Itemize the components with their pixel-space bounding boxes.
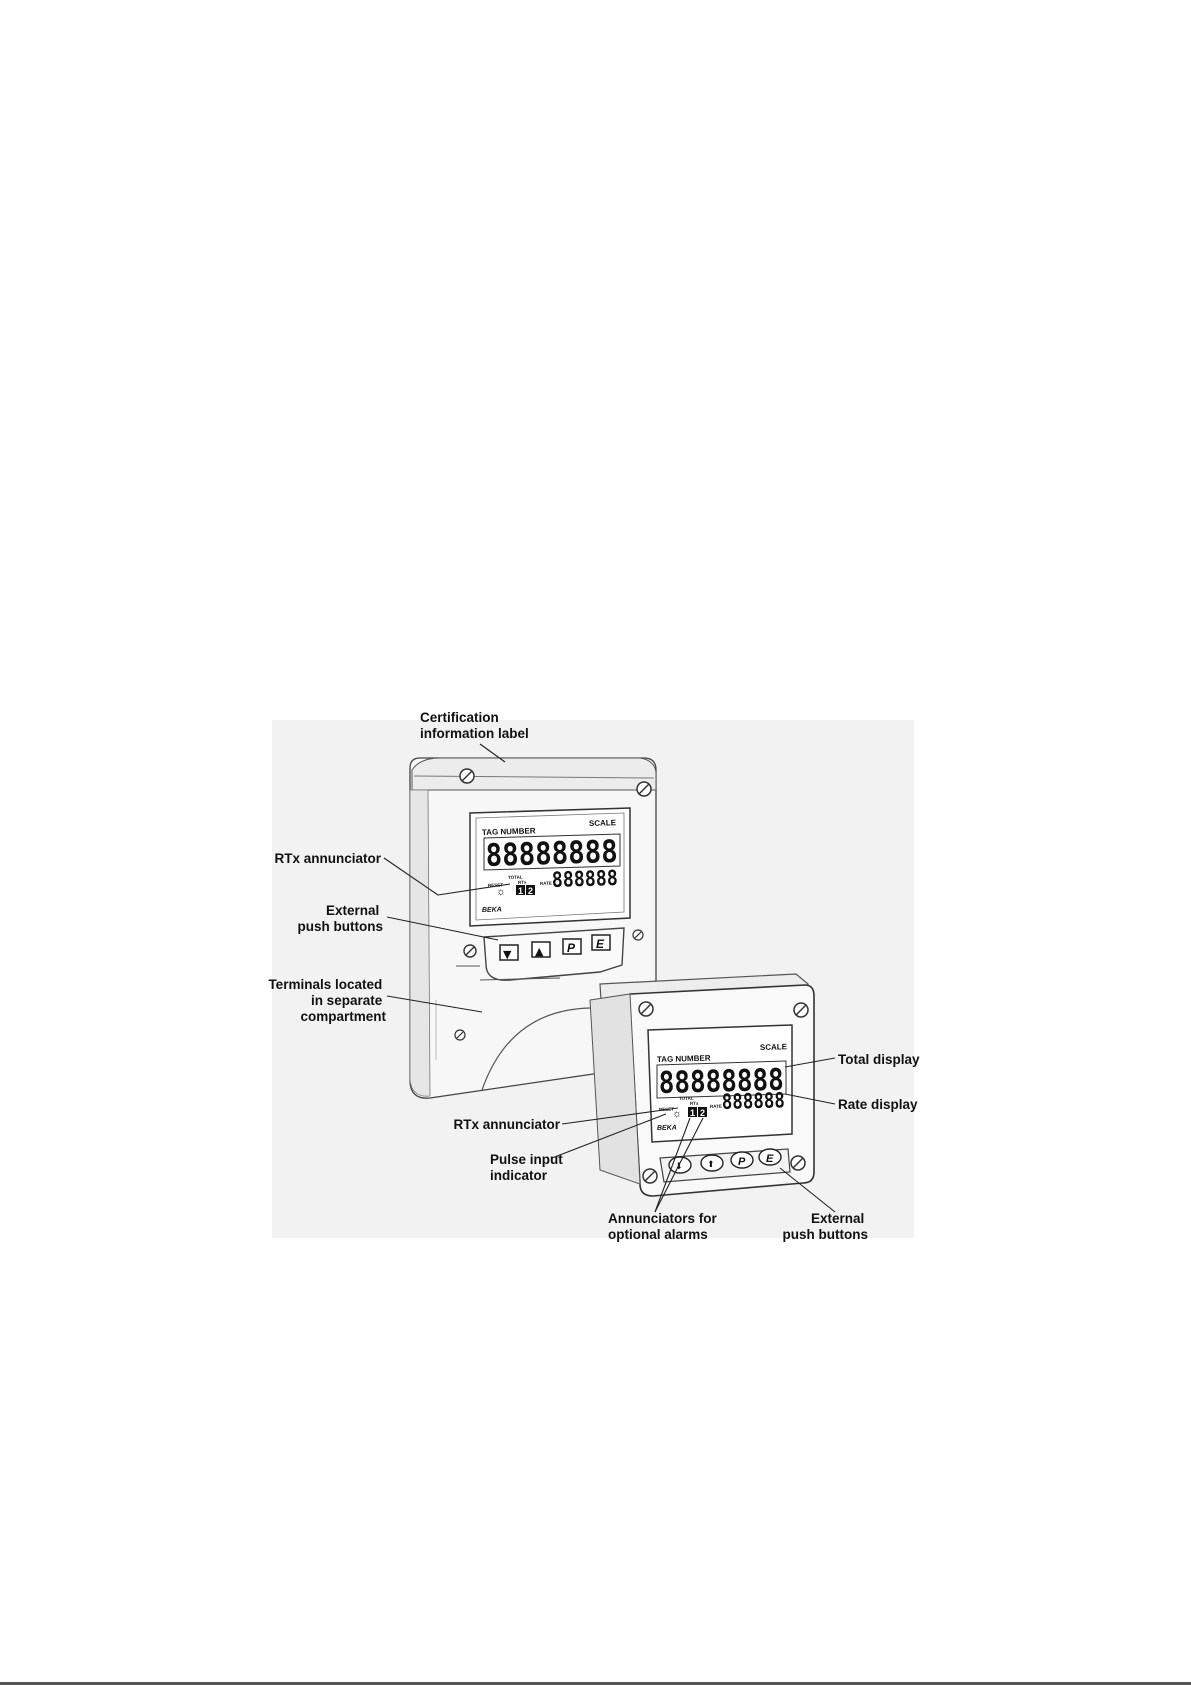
callout-certification: Certification information label <box>420 710 529 741</box>
wall-rate: RATE <box>540 881 552 886</box>
wall-unit-lid <box>411 757 657 791</box>
leader-rtx-upper <box>383 857 439 896</box>
panel-rtx-sun-icon: ☼ <box>672 1108 682 1120</box>
callout-pulse-input: Pulse input indicator <box>490 1152 567 1183</box>
wall-alarm-1: 1 <box>518 886 523 896</box>
callout-rtx-upper: RTx annunciator <box>274 851 381 866</box>
leader-alarms-2 <box>654 1117 704 1213</box>
callout-ext-buttons-lower: External push buttons <box>783 1211 868 1242</box>
panel-alarm-2-icon <box>698 1107 707 1117</box>
panel-down-button-icon: ⬇ <box>675 1162 683 1172</box>
panel-total: TOTAL <box>679 1096 694 1101</box>
wall-tag-number: TAG NUMBER <box>482 826 536 837</box>
panel-brand-logo: BEKA <box>657 1124 677 1132</box>
panel-alarm-1: 1 <box>690 1108 695 1118</box>
wall-e-button-label: E <box>596 937 605 951</box>
callout-labels: Certification information label RTx annu… <box>268 710 920 1242</box>
panel-alarm-2: 2 <box>700 1108 705 1118</box>
panel-up-button[interactable]: ⬆ <box>700 1154 724 1172</box>
leader-lines <box>383 743 836 1213</box>
leader-ext-buttons-upper <box>386 916 499 941</box>
wall-alarm-2: 2 <box>528 886 533 896</box>
wall-up-button[interactable]: ▲ <box>531 941 551 958</box>
panel-rtx: RTx <box>690 1101 699 1106</box>
wall-rtx-sun-icon: ☼ <box>496 886 506 898</box>
wall-rate-digits: 888888 <box>551 866 618 892</box>
wall-p-button-label: P <box>567 941 576 955</box>
panel-unit-display-window <box>647 1024 793 1143</box>
leader-ext-buttons-lower <box>779 1167 836 1213</box>
wall-unit-screw-bl <box>454 1029 466 1041</box>
wall-unit-screw-tr <box>636 781 652 797</box>
wall-unit-screw-mr <box>632 929 644 941</box>
panel-unit-screw-tl <box>638 1001 654 1017</box>
panel-unit-screw-br <box>790 1155 806 1171</box>
panel-tag-number: TAG NUMBER <box>657 1054 711 1064</box>
panel-rate-digits: 888888 <box>722 1088 786 1114</box>
leader-rtx-upper-tail <box>437 883 511 896</box>
wall-up-button-icon: ▲ <box>535 945 544 958</box>
callout-total-display: Total display <box>838 1052 920 1067</box>
wall-total-digits: 88888888 <box>485 834 618 874</box>
callout-rtx-lower: RTx annunciator <box>453 1117 560 1132</box>
wall-reset: RESET <box>488 883 503 888</box>
wall-e-button[interactable]: E <box>591 934 611 951</box>
callout-terminals: Terminals located in separate compartmen… <box>268 977 386 1024</box>
wall-unit-screw-tl <box>459 768 475 784</box>
panel-scale: SCALE <box>760 1042 788 1052</box>
wall-total: TOTAL <box>508 875 523 880</box>
wall-scale: SCALE <box>589 818 617 828</box>
callout-alarms: Annunciators for optional alarms <box>608 1211 721 1242</box>
leader-rate-display <box>784 1093 836 1105</box>
wall-brand-logo: BEKA <box>482 906 502 914</box>
panel-up-button-icon: ⬆ <box>707 1160 715 1170</box>
wall-unit-screw-ml <box>463 944 477 958</box>
wall-alarm-2-icon <box>526 885 535 895</box>
leader-total-display <box>784 1057 836 1068</box>
panel-total-digits: 88888888 <box>658 1063 784 1101</box>
wall-down-button[interactable]: ▼ <box>499 944 519 961</box>
panel-unit-screw-bl <box>642 1168 658 1184</box>
panel-rate: RATE <box>710 1104 722 1109</box>
panel-alarm-1-icon <box>688 1107 697 1117</box>
leader-terminals <box>386 995 483 1013</box>
panel-unit-screw-tr <box>793 1002 809 1018</box>
panel-e-button[interactable]: E <box>758 1148 782 1166</box>
panel-e-button-label: E <box>766 1153 774 1165</box>
leader-pulse-input <box>551 1113 667 1159</box>
callout-rate-display: Rate display <box>838 1097 918 1112</box>
leader-certification <box>479 743 506 763</box>
panel-p-button-label: P <box>738 1156 746 1168</box>
wall-rtx: RTx <box>518 880 527 885</box>
panel-p-button[interactable]: P <box>730 1151 754 1169</box>
wall-down-button-icon: ▼ <box>503 948 512 961</box>
panel-mount-unit: TAG NUMBER SCALE 88888888 RESET TOTAL RT… <box>589 973 815 1197</box>
callout-ext-buttons-upper: External push buttons <box>298 903 383 934</box>
wall-p-button[interactable]: P <box>562 938 582 955</box>
wall-alarm-1-icon <box>516 885 525 895</box>
page-bottom-rule <box>0 1682 1191 1685</box>
leader-rtx-lower <box>561 1107 679 1125</box>
wall-unit-arch <box>481 1007 591 1091</box>
leader-alarms-1 <box>654 1117 691 1213</box>
